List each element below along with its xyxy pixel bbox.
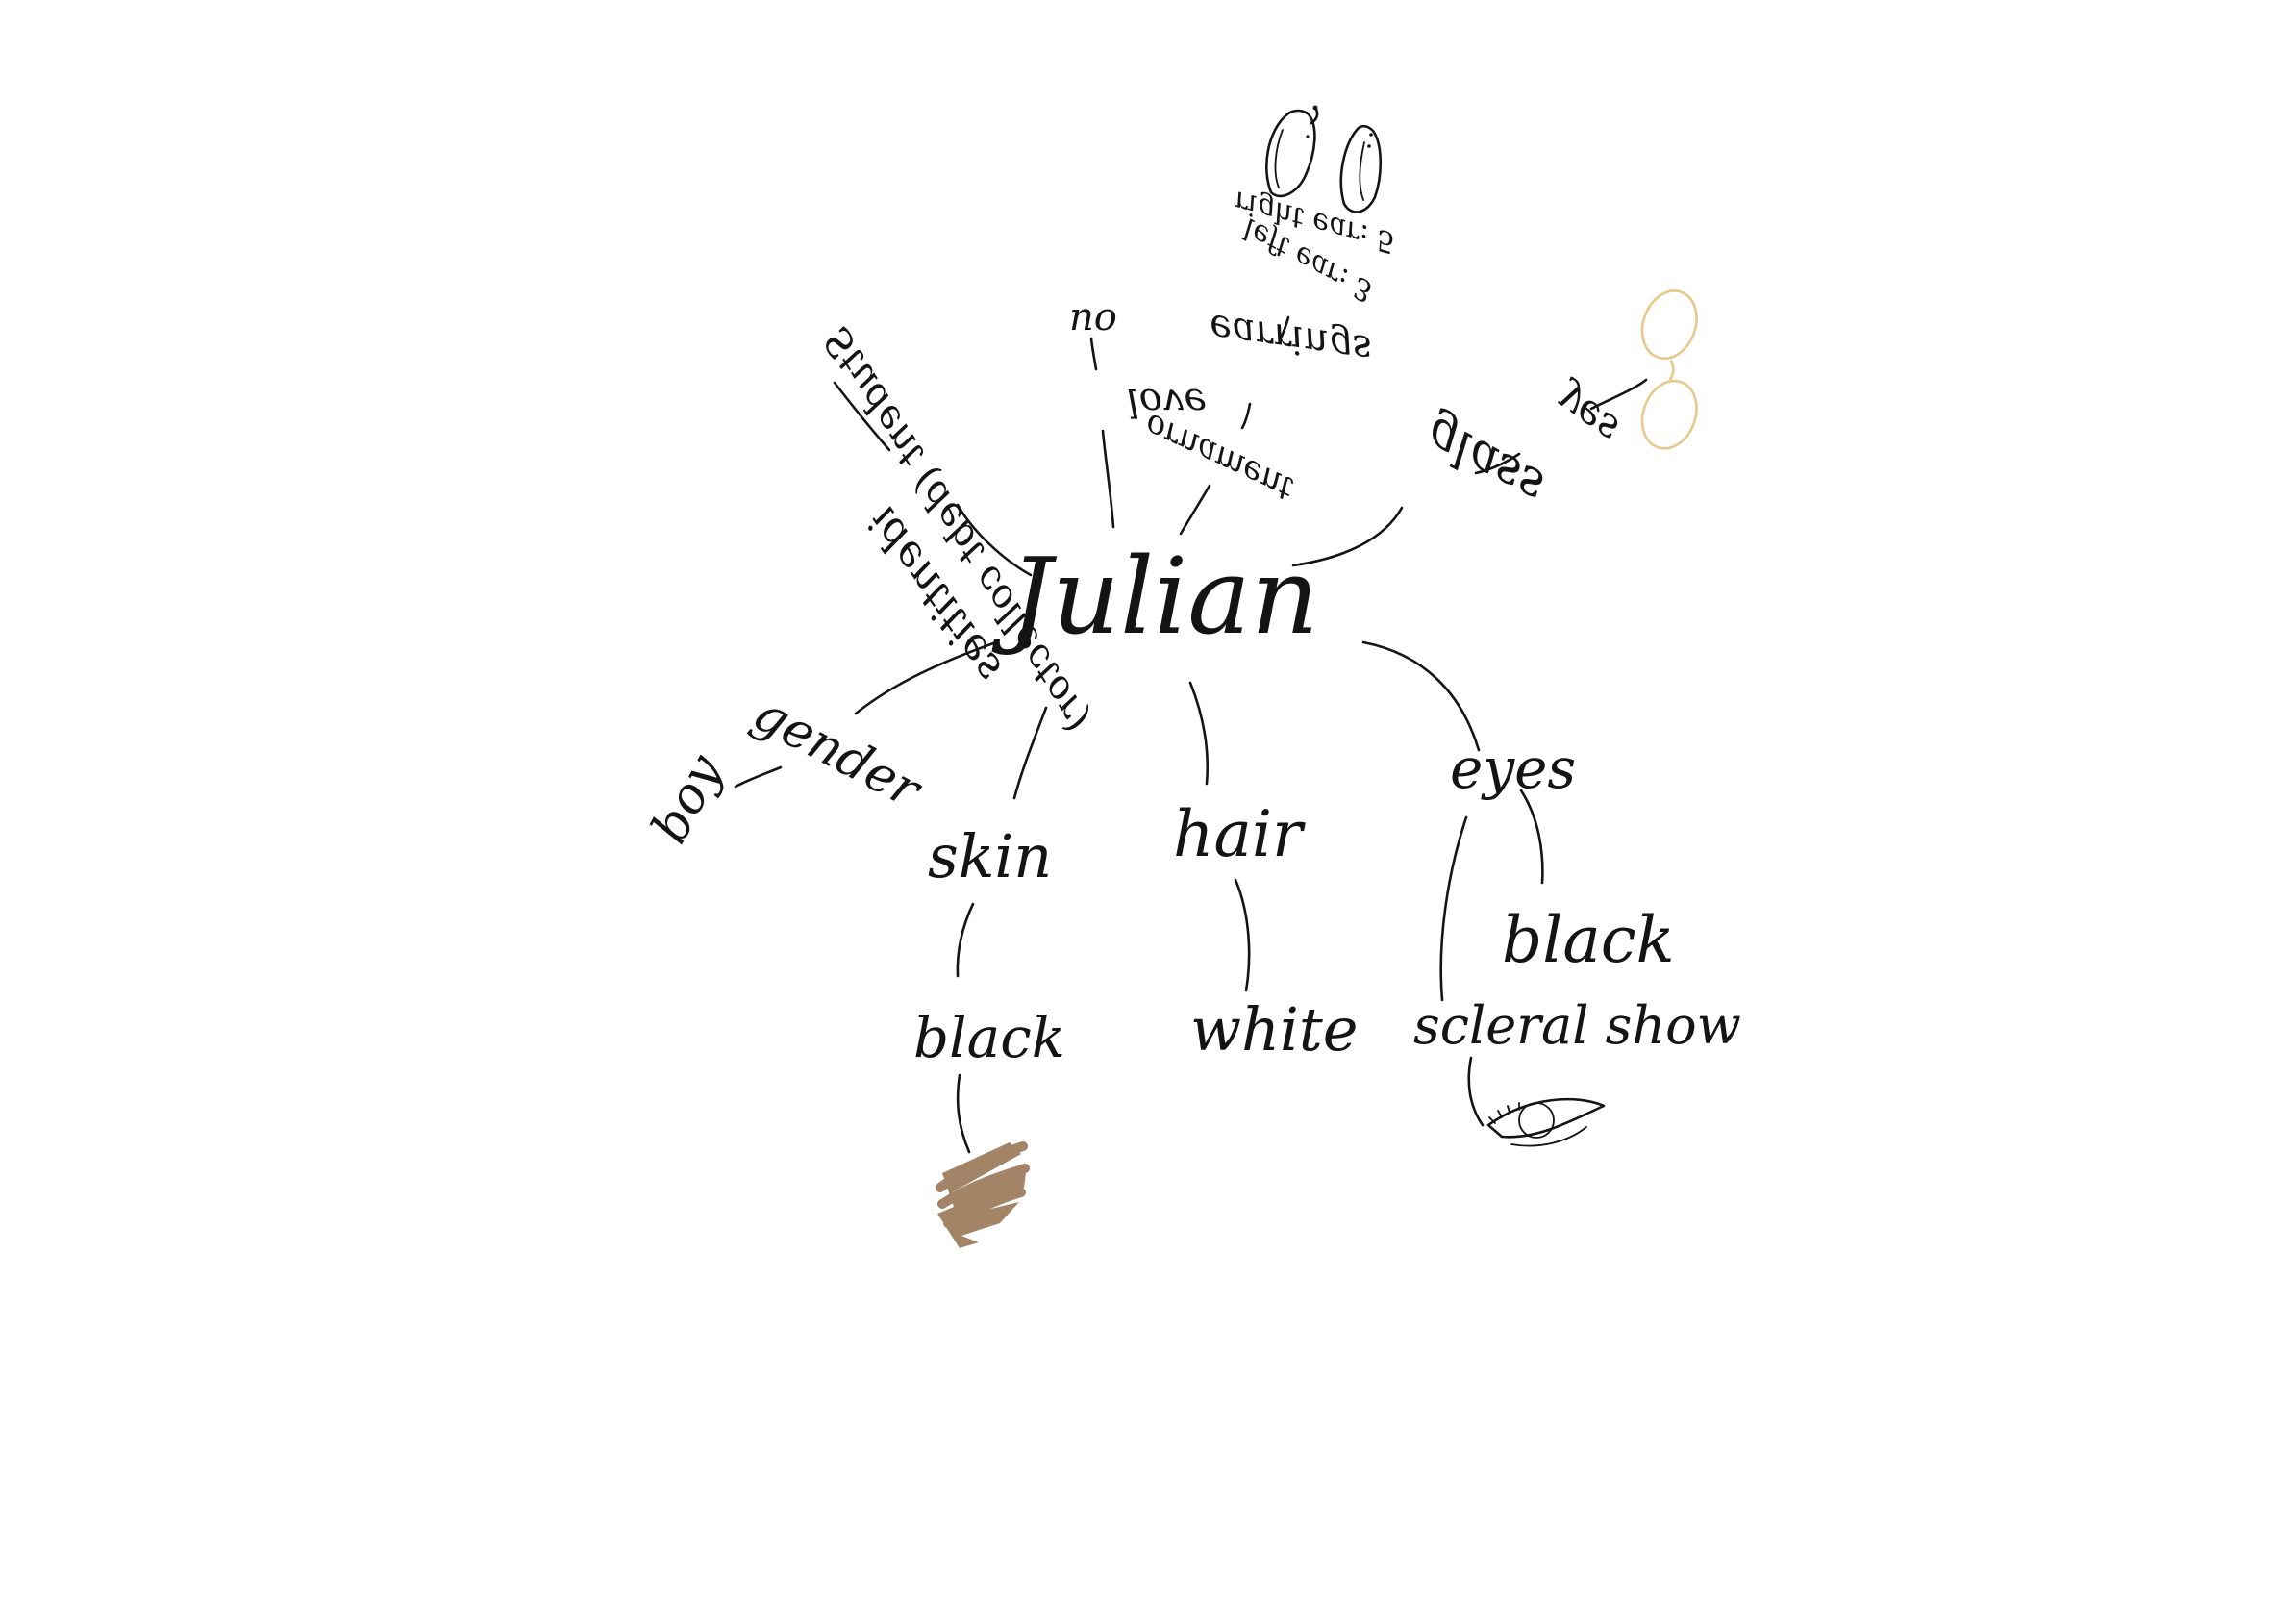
line-gender-boy xyxy=(734,765,783,789)
line-skin-black xyxy=(956,902,975,978)
glasses-sketch-icon xyxy=(1640,289,1698,450)
node-eyes: eyes xyxy=(1450,736,1577,801)
line-julian-skin xyxy=(1012,706,1048,800)
line-love-no xyxy=(1089,337,1098,371)
skin-color-swatch xyxy=(936,1141,1030,1248)
line-julian-identities xyxy=(956,503,1033,577)
line-julian-ornament xyxy=(1179,484,1211,536)
line-identities-student xyxy=(833,381,891,452)
line-julian-eyes xyxy=(1361,640,1481,752)
eye-sketch-icon xyxy=(1486,1097,1606,1147)
node-hair-white: white xyxy=(1190,994,1359,1065)
line-julian-love xyxy=(1101,429,1115,529)
node-hair: hair xyxy=(1173,797,1303,871)
line-scleral-eye xyxy=(1467,1056,1485,1127)
node-scleral-show: scleral show xyxy=(1413,995,1741,1056)
earrings-sketch-icon xyxy=(1265,105,1383,213)
line-julian-glass xyxy=(1291,506,1404,567)
line-black-swatch xyxy=(956,1073,971,1154)
line-eyes-scleral xyxy=(1439,815,1468,1002)
node-no: no xyxy=(1069,295,1117,339)
node-eyes-black: black xyxy=(1502,903,1675,977)
line-julian-gender xyxy=(854,640,998,715)
line-eyes-black xyxy=(1519,789,1544,885)
node-skin-black: black xyxy=(913,1005,1065,1070)
line-earrings-notes xyxy=(1279,315,1290,340)
center-node-julian: Julian xyxy=(1010,535,1319,658)
node-skin: skin xyxy=(928,821,1053,891)
line-julian-hair xyxy=(1188,681,1210,786)
connector-lines xyxy=(734,315,1648,1154)
line-glass-yes xyxy=(1474,452,1521,475)
line-hair-white xyxy=(1234,878,1251,992)
line-yes-glasses xyxy=(1589,378,1648,411)
line-ornament-earrings xyxy=(1240,402,1252,430)
